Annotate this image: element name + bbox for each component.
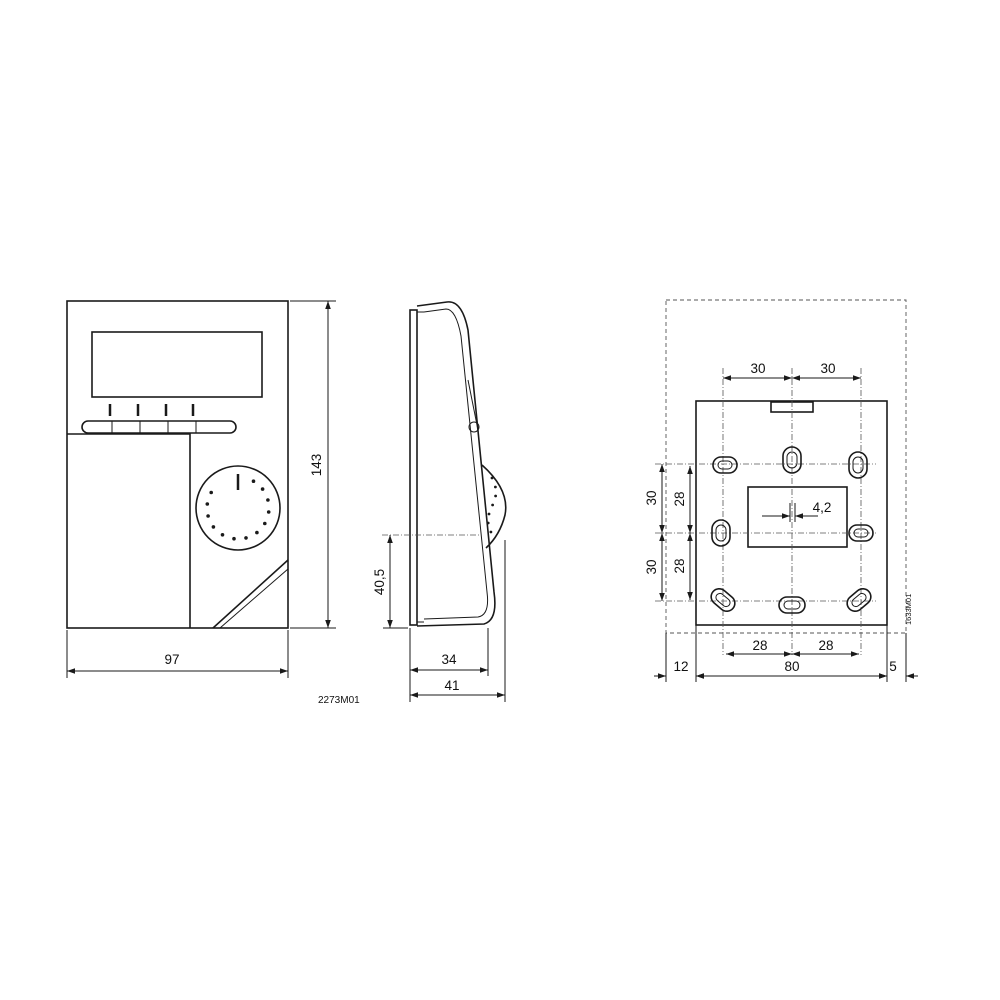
left-outer-spacing-dimension: 30 30	[644, 464, 665, 601]
base-plate-profile	[409, 309, 424, 626]
dial-dot	[209, 490, 213, 495]
base-plate-drawing-code: 1633M01	[904, 594, 913, 625]
base-plate	[695, 400, 888, 626]
side-dial-dot	[494, 494, 497, 498]
offset-right-label: 5	[889, 659, 897, 674]
left-inner-top-label: 28	[672, 491, 687, 506]
top-spacing-left-label: 30	[750, 361, 765, 376]
hole-top-center	[782, 446, 802, 474]
side-dial-dot	[491, 503, 494, 507]
side-dial-dot	[487, 512, 491, 516]
plate-width-label: 80	[784, 659, 799, 674]
center-opening	[747, 486, 848, 548]
bottom-spacing-left-label: 28	[752, 638, 767, 653]
front-height-dimension: 143	[290, 300, 336, 629]
hole-bottom-center	[778, 596, 806, 614]
dial-dot	[205, 502, 210, 506]
dial-dot	[206, 514, 210, 518]
side-dial-profile	[481, 464, 507, 549]
left-outer-top-label: 30	[644, 490, 659, 505]
wall-box-outline	[665, 299, 907, 634]
plate-center-lines	[655, 368, 876, 655]
mounting-holes	[710, 446, 874, 614]
depth-outer-label: 41	[444, 678, 459, 693]
plate-width-dimension: 12 80 5	[654, 625, 918, 682]
dial-dot	[251, 479, 256, 484]
mount-height-label: 40,5	[372, 569, 387, 595]
housing-profile	[416, 301, 496, 627]
front-width-label: 97	[164, 652, 179, 667]
side-dial-dot	[489, 530, 493, 534]
depth-inner-dimension: 34	[409, 628, 489, 702]
front-view: 97 143	[66, 300, 336, 678]
base-plate-view: 4,2 30 30 30 30 28 28 28 28	[644, 299, 918, 682]
hole-middle-right	[848, 524, 874, 542]
side-dial-dot	[486, 521, 490, 525]
dial-dot	[263, 521, 267, 526]
side-dial-dot	[494, 485, 497, 489]
bottom-spacing-dimension: 28 28	[726, 638, 859, 657]
dial-dot	[211, 525, 216, 529]
hole-top-right	[848, 451, 868, 479]
hole-middle-left	[711, 519, 731, 547]
side-dial-dot	[490, 476, 494, 480]
front-cover-flap	[67, 433, 289, 629]
hole-bottom-right	[846, 587, 872, 613]
dial-dot	[244, 536, 248, 540]
side-view: 40,5 34 41 2273M01	[318, 301, 507, 706]
top-spacing-dimension: 30 30	[723, 361, 861, 381]
setpoint-dial	[195, 465, 281, 551]
left-outer-bottom-label: 30	[644, 559, 659, 574]
depth-outer-dimension: 41	[410, 540, 506, 702]
dial-dot	[260, 487, 265, 491]
dial-dot	[255, 530, 259, 535]
hole-bottom-left	[710, 587, 736, 613]
bottom-spacing-right-label: 28	[818, 638, 833, 653]
dial-dot	[220, 533, 225, 537]
dial-dot	[266, 498, 270, 502]
front-housing	[66, 300, 289, 629]
front-width-dimension: 97	[66, 630, 289, 678]
display-window	[91, 331, 263, 398]
hole-top-left	[712, 456, 738, 474]
offset-left-label: 12	[673, 659, 688, 674]
hole-diameter-dimension: 4,2	[762, 500, 831, 522]
button-row	[81, 420, 237, 434]
left-inner-bottom-label: 28	[672, 558, 687, 573]
left-inner-spacing-dimension: 28 28	[672, 466, 693, 600]
dial-dot	[232, 536, 236, 541]
mount-height-dimension: 40,5	[372, 535, 408, 629]
side-drawing-code: 2273M01	[318, 695, 360, 706]
dial-dot	[266, 510, 271, 514]
button-marks	[108, 404, 195, 416]
hole-diameter-label: 4,2	[813, 500, 832, 515]
front-height-label: 143	[309, 454, 324, 477]
depth-inner-label: 34	[441, 652, 457, 667]
top-spacing-right-label: 30	[820, 361, 835, 376]
